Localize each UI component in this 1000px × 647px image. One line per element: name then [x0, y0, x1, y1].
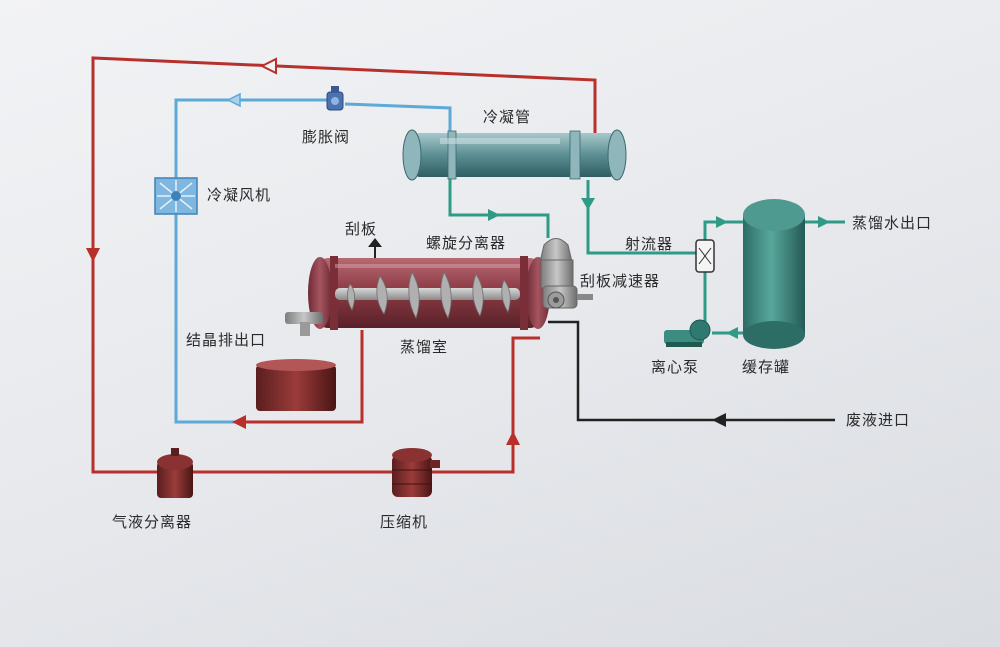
- compressor: [392, 448, 440, 497]
- spiral-separator: [539, 238, 574, 289]
- label-centrifugal-pump: 离心泵: [651, 358, 699, 376]
- label-compressor: 压缩机: [380, 513, 428, 531]
- arrow-teal-2: [581, 198, 595, 210]
- arrow-black: [712, 413, 726, 427]
- label-condenser-fan: 冷凝风机: [207, 186, 271, 204]
- condenser-tube: [402, 129, 627, 181]
- arrow-red-top: [259, 57, 277, 75]
- label-buffer-tank: 缓存罐: [742, 358, 790, 376]
- expansion-valve: [326, 86, 344, 111]
- cool-refrigerant-line: [174, 98, 452, 424]
- label-distilled-water-outlet: 蒸馏水出口: [852, 214, 932, 232]
- arrow-red-left: [86, 248, 100, 262]
- flow-arrows: [86, 57, 830, 445]
- arrow-teal-4: [818, 216, 830, 228]
- buffer-tank: [743, 199, 805, 349]
- arrow-scraper: [368, 238, 382, 247]
- waste-feed-line: [548, 320, 835, 422]
- label-crystal-outlet: 结晶排出口: [186, 331, 266, 349]
- arrow-blue: [226, 92, 241, 108]
- label-distillation-chamber: 蒸馏室: [400, 338, 448, 356]
- centrifugal-pump: [664, 319, 711, 347]
- label-scraper: 刮板: [345, 220, 377, 238]
- label-scraper-reducer: 刮板减速器: [580, 272, 660, 290]
- arrow-teal-3: [716, 216, 728, 228]
- label-condenser-tube: 冷凝管: [483, 108, 531, 126]
- label-expansion-valve: 膨胀阀: [302, 128, 350, 146]
- label-waste-inlet: 废液进口: [846, 411, 910, 429]
- label-spiral-separator: 螺旋分离器: [426, 234, 506, 252]
- arrow-red-up: [506, 431, 520, 445]
- drum-return-line: [240, 330, 364, 424]
- hot-refrigerant-line: [91, 56, 597, 474]
- scraper-reducer: [542, 285, 593, 309]
- ejector: [695, 239, 715, 273]
- distillation-drum: [285, 256, 550, 336]
- label-gas-liquid-separator: 气液分离器: [112, 513, 192, 531]
- label-ejector: 射流器: [625, 235, 673, 253]
- arrow-teal-5: [726, 327, 738, 339]
- arrow-teal-1: [488, 209, 500, 221]
- crystal-container: [256, 359, 336, 411]
- arrow-red-bottom: [232, 415, 246, 429]
- condenser-fan: [154, 177, 198, 215]
- gas-liquid-separator: [157, 448, 193, 498]
